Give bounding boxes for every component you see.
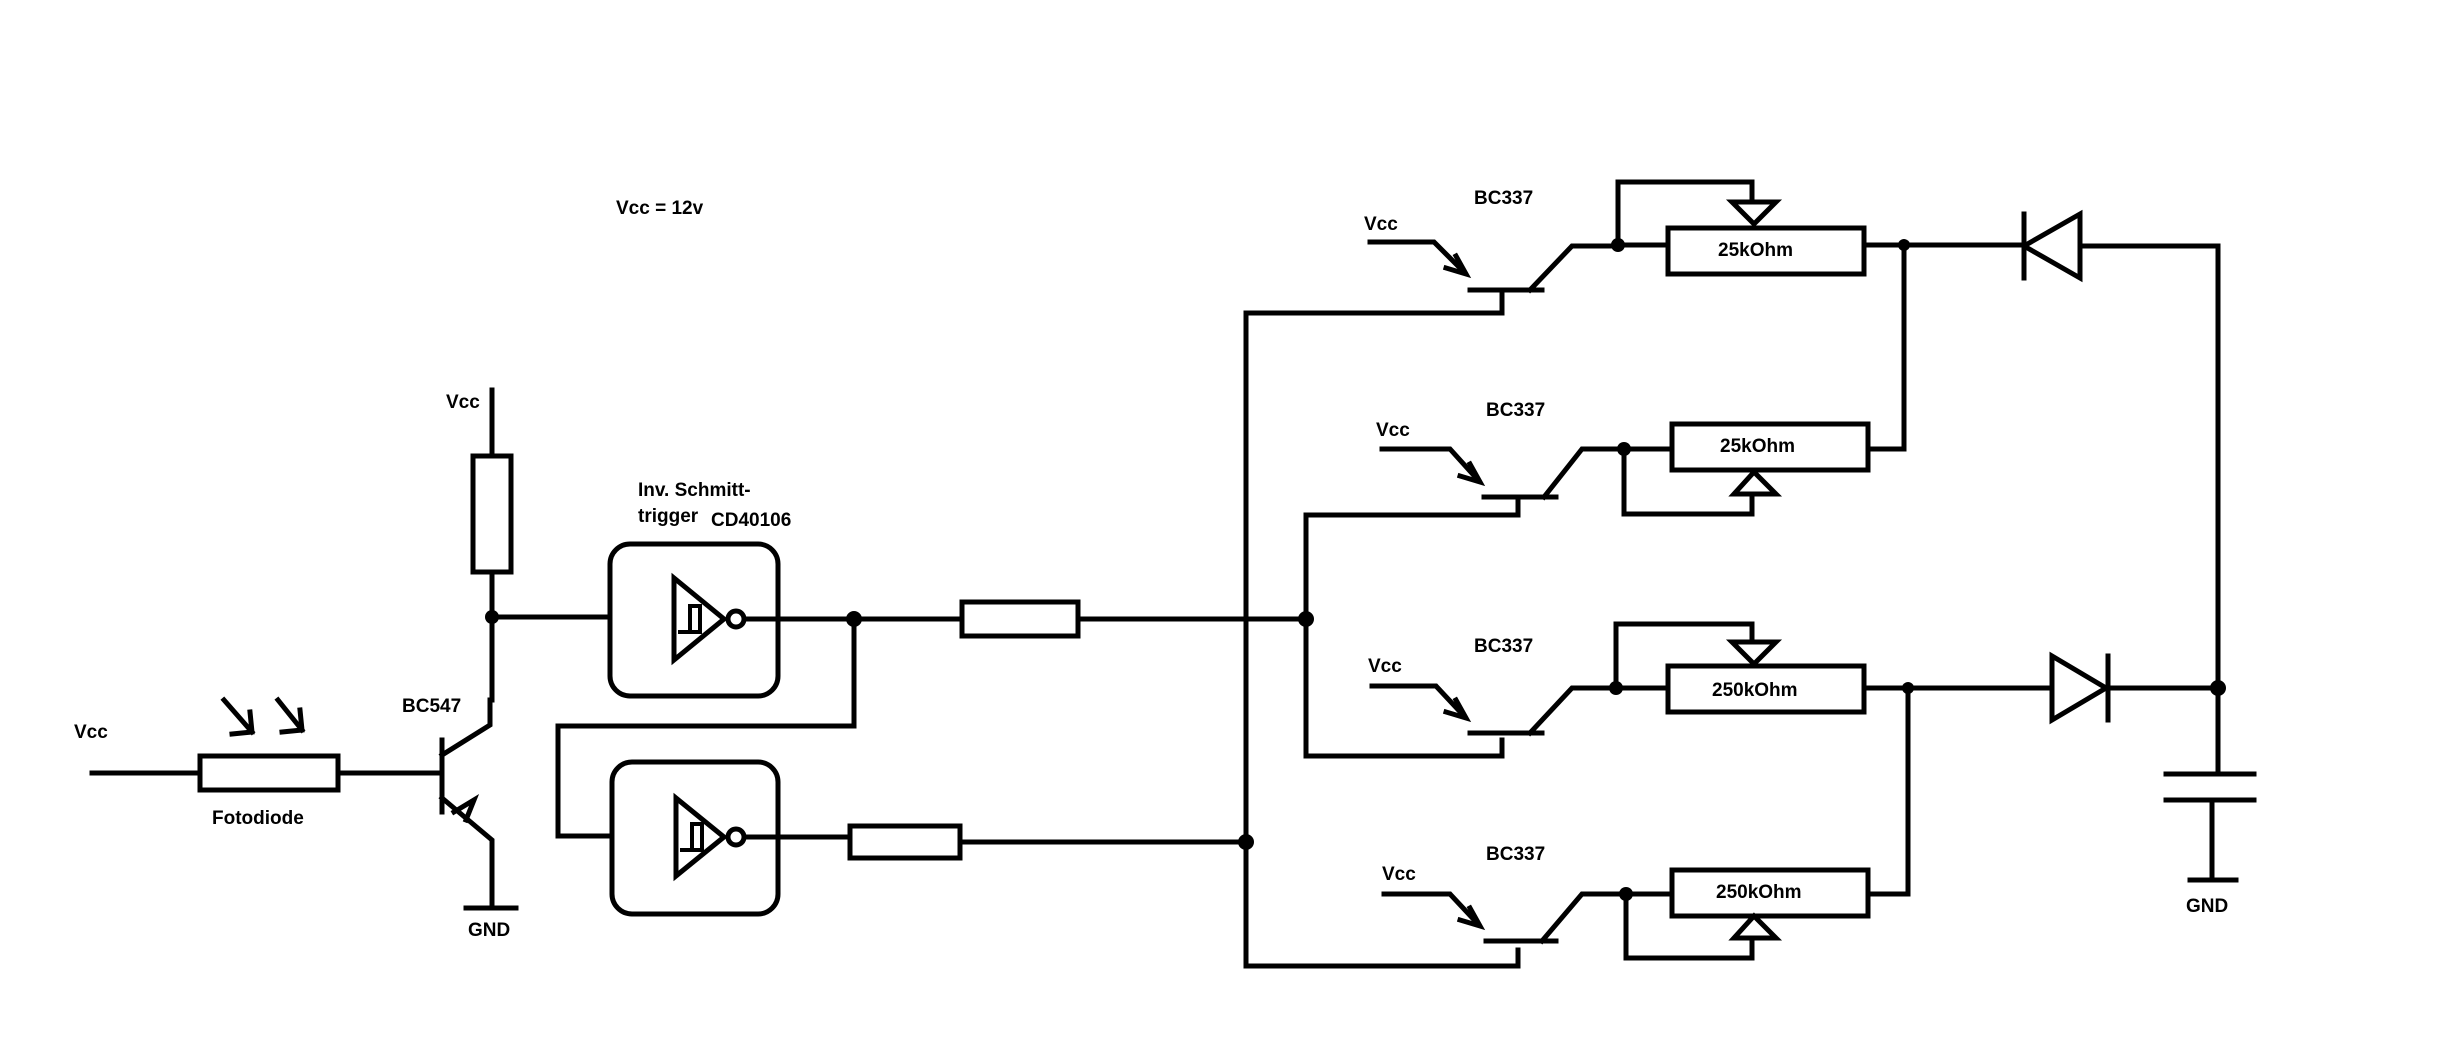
photodiode-symbol <box>197 753 341 793</box>
gnd-label-capacitor: GND <box>2186 896 2228 917</box>
gnd-label-bc547: GND <box>468 920 510 941</box>
bc337-branch-3: Vcc BC337 250kOhm <box>1368 621 1911 737</box>
bc547-label: BC547 <box>402 696 461 717</box>
potentiometer-1 <box>1665 225 1867 277</box>
svg-text:250kOhm: 250kOhm <box>1716 882 1802 903</box>
schmitt-trigger-label-1: Inv. Schmitt- <box>638 480 751 501</box>
series-resistor-2 <box>847 823 1249 861</box>
bc337-label-2: BC337 <box>1486 400 1545 421</box>
series-resistor-1 <box>851 599 1309 639</box>
svg-text:25kOhm: 25kOhm <box>1718 240 1793 261</box>
bc547-transistor <box>438 697 495 911</box>
photodiode-input-stage: Vcc Fotodiode BC547 GND Vcc <box>74 387 519 941</box>
supply-voltage-note: Vcc = 12v <box>616 198 704 219</box>
photodiode-label: Fotodiode <box>212 808 304 829</box>
vcc-label-input: Vcc <box>74 722 108 743</box>
schmitt-gate-2 <box>555 616 857 917</box>
vcc-label-q4: Vcc <box>1382 864 1416 885</box>
junction-bus-2 <box>1298 611 1314 627</box>
bc337-branch-4: Vcc BC337 250kOhm <box>1381 844 1911 961</box>
vcc-label-q1: Vcc <box>1364 214 1398 235</box>
schmitt-trigger-label-2: trigger <box>638 506 699 527</box>
bc337-branch-2: Vcc BC337 25kOhm <box>1376 400 1907 517</box>
svg-text:25kOhm: 25kOhm <box>1720 436 1795 457</box>
collector-resistor <box>470 453 514 575</box>
schmitt-gate-1 <box>489 541 857 699</box>
vcc-label-q2: Vcc <box>1376 420 1410 441</box>
vcc-label-q3: Vcc <box>1368 656 1402 677</box>
output-stage: GND <box>1898 209 2257 917</box>
bc337-label-1: BC337 <box>1474 188 1533 209</box>
junction-bus-1 <box>1238 834 1254 850</box>
bc337-branch-1: Vcc BC337 25kOhm <box>1364 179 1907 303</box>
capacitor <box>2163 685 2257 883</box>
base-bus <box>1238 297 1521 969</box>
vcc-label-collector: Vcc <box>446 392 480 413</box>
cd40106-label: CD40106 <box>711 510 791 531</box>
light-arrows-icon <box>220 696 306 737</box>
bc337-label-3: BC337 <box>1474 636 1533 657</box>
potentiometer-3 <box>1665 663 1867 715</box>
diode-1 <box>2018 209 2083 283</box>
bc337-label-4: BC337 <box>1486 844 1545 865</box>
svg-text:250kOhm: 250kOhm <box>1712 680 1798 701</box>
diode-2 <box>2049 651 2111 725</box>
